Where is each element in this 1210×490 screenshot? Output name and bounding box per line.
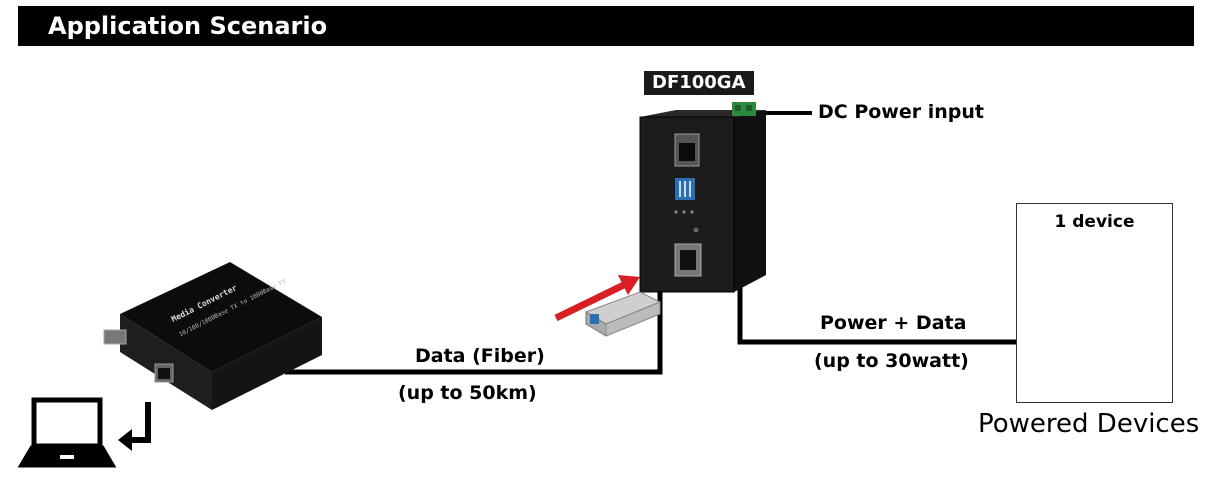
fiber-distance-label: (up to 50km) [398,382,537,404]
data-fiber-label: Data (Fiber) [415,345,545,367]
sfp-module-icon [584,291,662,337]
device-count-label: 1 device [1054,212,1135,232]
page-title: Application Scenario [48,12,328,40]
powered-devices-box: 1 device [1016,203,1173,403]
laptop-icon [17,397,117,468]
df100ga-switch [639,102,766,293]
return-arrow-icon [118,402,151,451]
arrow-icon [554,275,640,322]
dc-power-label: DC Power input [818,101,984,123]
header-bar: Application Scenario [18,6,1194,46]
powered-devices-title: Powered Devices [978,409,1200,439]
power-data-label: Power + Data [820,312,967,334]
media-converter [103,262,322,410]
power-watt-label: (up to 30watt) [814,350,969,372]
device-model-badge: DF100GA [644,71,754,95]
